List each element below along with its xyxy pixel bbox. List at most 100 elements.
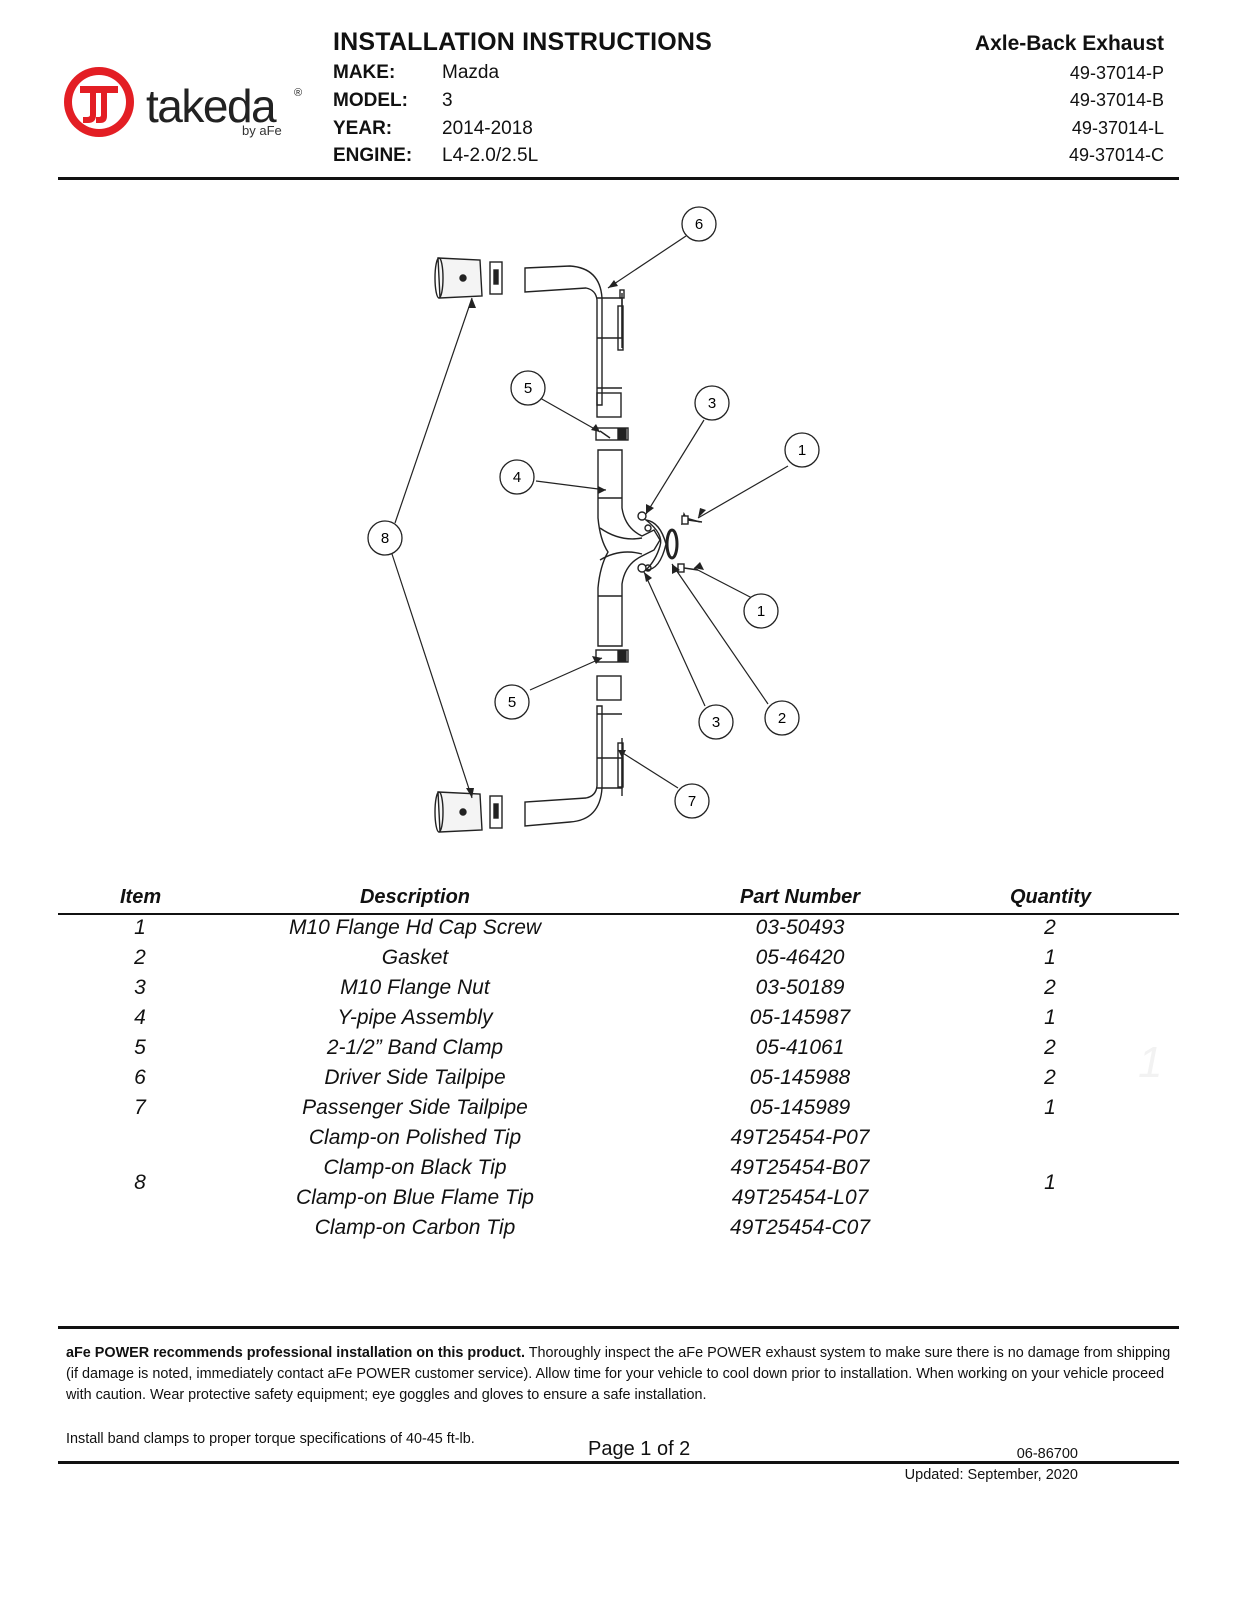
leader-lines: [391, 235, 789, 799]
row-item: 7: [134, 1096, 146, 1119]
installation-note: aFe POWER recommends professional instal…: [66, 1343, 1171, 1406]
row-part: 05-46420: [755, 946, 845, 969]
row-item: 2: [134, 946, 146, 969]
callout-1-bottom: 1: [743, 593, 779, 629]
row-description: Clamp-on Blue Flame Tip: [296, 1186, 534, 1209]
col-header-description: Description: [359, 886, 471, 908]
table-header-divider: [58, 913, 1179, 915]
svg-text:6: 6: [695, 216, 703, 233]
row-item: 1: [134, 916, 146, 939]
row-description: M10 Flange Hd Cap Screw: [288, 916, 542, 939]
callout-7: 7: [674, 783, 710, 819]
product-name: Axle-Back Exhaust: [974, 32, 1164, 55]
header-divider: [58, 177, 1179, 180]
driver-side-tailpipe: [524, 265, 625, 418]
svg-text:3: 3: [708, 395, 716, 412]
svg-text:2: 2: [778, 710, 786, 727]
row-qty: 1: [1044, 1006, 1056, 1029]
engine-label: ENGINE:: [333, 145, 413, 166]
row-item: 4: [134, 1006, 146, 1029]
svg-text:3: 3: [712, 714, 720, 731]
row-part: 49T25454-B07: [730, 1156, 870, 1179]
row-description: Y-pipe Assembly: [337, 1006, 493, 1029]
row-part: 49T25454-P07: [730, 1126, 870, 1149]
svg-text:4: 4: [513, 469, 521, 486]
svg-text:7: 7: [688, 793, 696, 810]
cap-screws: [677, 511, 703, 573]
notes-top-divider: [58, 1326, 1179, 1329]
row-description: Passenger Side Tailpipe: [302, 1096, 528, 1119]
svg-text:takeda: takeda: [146, 80, 277, 132]
note-emphasis: aFe POWER recommends professional instal…: [66, 1345, 525, 1361]
part-number: 49-37014-C: [1068, 145, 1164, 165]
row-description: M10 Flange Nut: [340, 976, 490, 999]
model-value: 3: [442, 90, 453, 111]
row-description: Clamp-on Black Tip: [323, 1156, 507, 1179]
row-part: 05-41061: [755, 1036, 845, 1059]
document-title: INSTALLATION INSTRUCTIONS: [333, 28, 713, 56]
row-description: Clamp-on Carbon Tip: [314, 1216, 516, 1239]
callout-1-top: 1: [784, 432, 820, 468]
callout-4: 4: [499, 459, 535, 495]
row-item: 3: [134, 976, 146, 999]
row-part: 49T25454-C07: [729, 1216, 871, 1239]
torque-note: Install band clamps to proper torque spe…: [66, 1431, 475, 1447]
col-header-part-number: Part Number: [739, 886, 861, 908]
svg-text:5: 5: [524, 380, 532, 397]
row-qty: 2: [1044, 1066, 1056, 1089]
page-number: Page 1 of 2: [588, 1438, 691, 1460]
row-part: 49T25454-L07: [731, 1186, 869, 1209]
svg-text:by aFe: by aFe: [242, 123, 282, 138]
part-number: 49-37014-B: [1069, 90, 1164, 110]
row-part: 03-50189: [755, 976, 845, 999]
svg-text:8: 8: [381, 530, 389, 547]
callout-3-top: 3: [694, 385, 730, 421]
row-qty: 2: [1044, 1036, 1056, 1059]
row-description: 2-1/2” Band Clamp: [326, 1036, 504, 1059]
gasket: [665, 528, 679, 560]
exhaust-tip-bottom: [434, 791, 503, 833]
notes-bottom-divider: [58, 1461, 1179, 1464]
exploded-parts-diagram: 6 5 3 1 4 8 1 5 3 2 7: [367, 206, 820, 833]
make-value: Mazda: [442, 62, 500, 83]
row-qty: 1: [1044, 1096, 1056, 1119]
row-part: 05-145987: [749, 1006, 851, 1029]
row-part: 05-145988: [749, 1066, 851, 1089]
document-number: 06-86700: [1016, 1446, 1078, 1462]
callout-2: 2: [764, 700, 800, 736]
row-description: Clamp-on Polished Tip: [308, 1126, 522, 1149]
updated-date: Updated: September, 2020: [904, 1467, 1078, 1483]
callout-3-bottom: 3: [698, 704, 734, 740]
engine-value: L4-2.0/2.5L: [442, 145, 539, 166]
row-qty: 1: [1044, 1171, 1056, 1194]
note-body: Thoroughly inspect the aFe POWER exhaust…: [66, 1345, 1171, 1403]
callout-6: 6: [681, 206, 717, 242]
part-number: 49-37014-L: [1071, 118, 1164, 138]
row-qty: 2: [1044, 916, 1056, 939]
takeda-logo: takeda ® by aFe: [64, 67, 302, 138]
svg-text:1: 1: [798, 442, 806, 459]
svg-text:5: 5: [508, 694, 516, 711]
passenger-side-tailpipe: [524, 675, 624, 827]
callout-8: 8: [367, 520, 403, 556]
row-item: 5: [134, 1036, 146, 1059]
year-label: YEAR:: [333, 118, 393, 139]
row-description: Driver Side Tailpipe: [324, 1066, 506, 1089]
callout-5-top: 5: [510, 370, 546, 406]
svg-text:1: 1: [757, 603, 765, 620]
row-part: 03-50493: [755, 916, 845, 939]
part-number: 49-37014-P: [1069, 63, 1164, 83]
col-header-item: Item: [120, 886, 162, 908]
model-label: MODEL:: [333, 90, 408, 111]
make-label: MAKE:: [333, 62, 396, 83]
row-description: Gasket: [381, 946, 449, 969]
row-item: 6: [134, 1066, 146, 1089]
row-part: 05-145989: [749, 1096, 851, 1119]
col-header-quantity: Quantity: [1010, 886, 1092, 908]
y-pipe-assembly: [597, 449, 667, 647]
callout-5-bottom: 5: [494, 684, 530, 720]
exhaust-tip-top: [434, 257, 503, 299]
svg-text:®: ®: [294, 87, 302, 99]
year-value: 2014-2018: [442, 118, 533, 139]
row-item: 8: [134, 1171, 146, 1194]
